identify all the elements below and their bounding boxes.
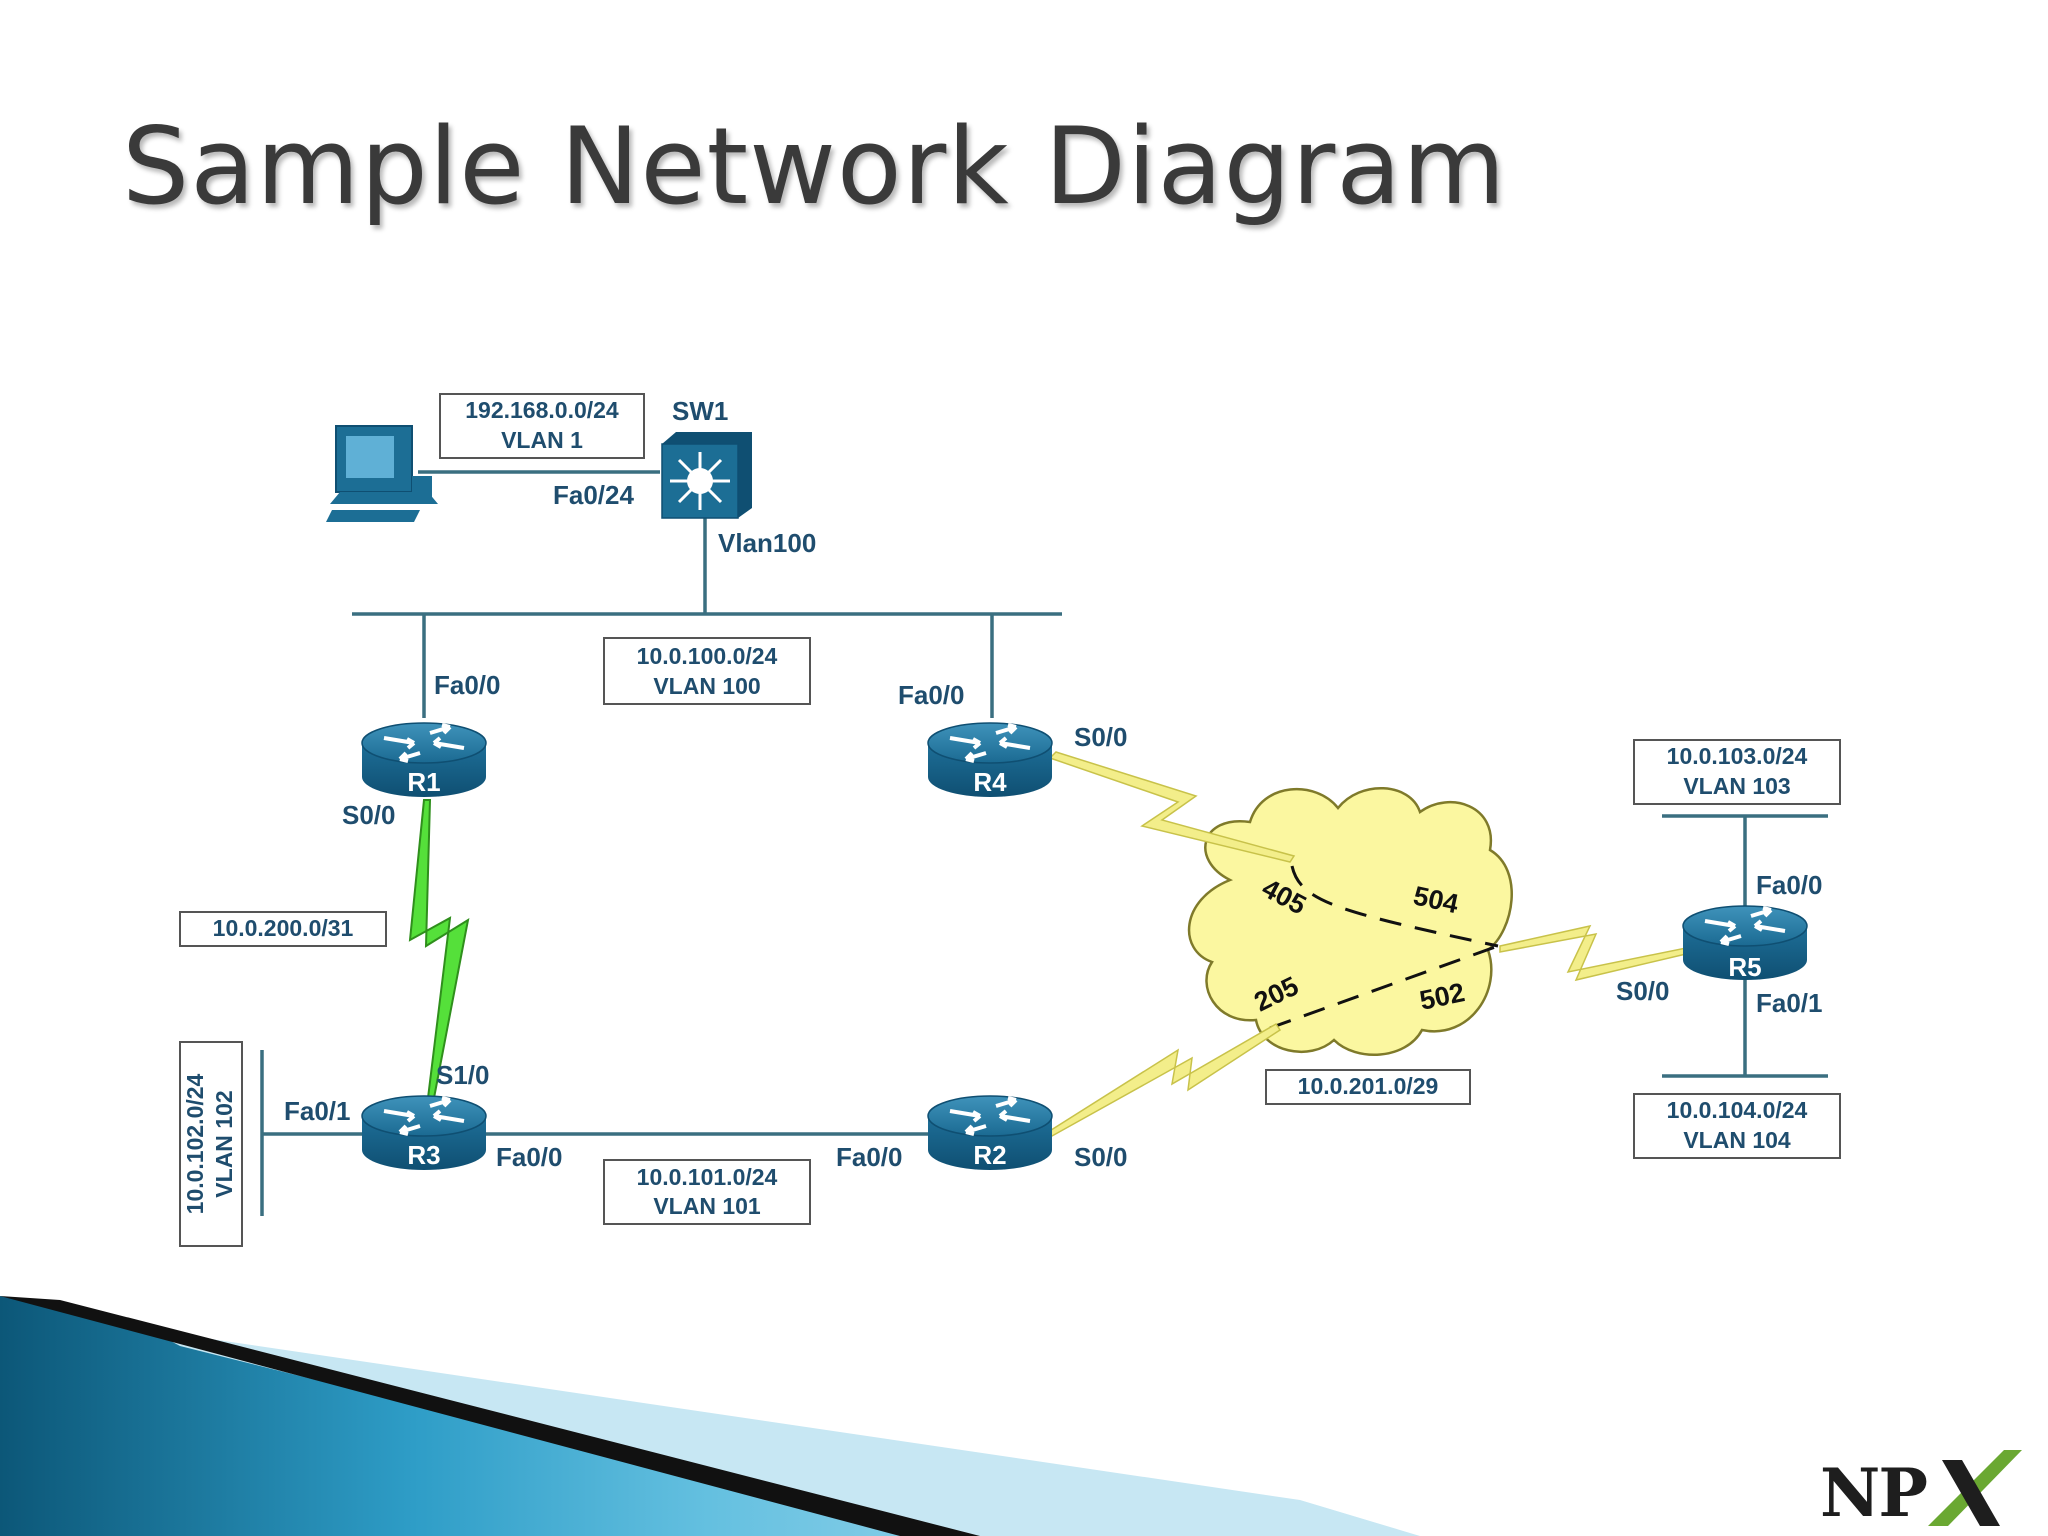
- sw1-vlan100-label: Vlan100: [718, 528, 816, 558]
- r5-name: R5: [1728, 952, 1761, 982]
- npx-logo: NP: [1820, 1446, 2048, 1536]
- svg-text:10.0.102.0/24: 10.0.102.0/24: [182, 1073, 208, 1214]
- sw1-label: SW1: [672, 396, 728, 426]
- r2-fa00-label: Fa0/0: [836, 1142, 903, 1172]
- subnet-box-vlan104: 10.0.104.0/24 VLAN 104: [1633, 1093, 1841, 1159]
- serial-link-r2-cloud: [1046, 1022, 1282, 1137]
- r2-name: R2: [973, 1140, 1006, 1170]
- subnet-box-serial: 10.0.200.0/31: [179, 911, 387, 947]
- svg-text:VLAN 103: VLAN 103: [1683, 773, 1790, 799]
- svg-text:VLAN 101: VLAN 101: [653, 1193, 761, 1219]
- r5-s00-label: S0/0: [1616, 976, 1670, 1006]
- sw1-fa024-label: Fa0/24: [553, 480, 634, 510]
- workstation-pc-icon: [326, 425, 438, 522]
- r3-s10-label: S1/0: [436, 1060, 490, 1090]
- svg-text:VLAN 1: VLAN 1: [501, 427, 583, 453]
- r4-fa00-label: Fa0/0: [898, 680, 965, 710]
- svg-text:10.0.200.0/31: 10.0.200.0/31: [213, 915, 354, 941]
- r2-s00-label: S0/0: [1074, 1142, 1128, 1172]
- r5-fa00-label: Fa0/0: [1756, 870, 1823, 900]
- subnet-box-frame-relay: 10.0.201.0/29: [1265, 1069, 1471, 1105]
- serial-link-r4-cloud: [1048, 751, 1296, 863]
- r3-fa01-label: Fa0/1: [284, 1096, 351, 1126]
- svg-text:VLAN 104: VLAN 104: [1683, 1127, 1791, 1153]
- svg-text:10.0.104.0/24: 10.0.104.0/24: [1667, 1097, 1808, 1123]
- r1-name: R1: [407, 767, 440, 797]
- r1-fa00-label: Fa0/0: [434, 670, 501, 700]
- subnet-box-vlan102: 10.0.102.0/24 VLAN 102: [179, 1041, 243, 1247]
- r5-fa01-label: Fa0/1: [1756, 988, 1823, 1018]
- svg-text:VLAN 102: VLAN 102: [211, 1090, 237, 1197]
- r4-s00-label: S0/0: [1074, 722, 1128, 752]
- subnet-box-vlan103: 10.0.103.0/24 VLAN 103: [1633, 739, 1841, 805]
- r3-name: R3: [407, 1140, 440, 1170]
- subnet-box-vlan100: 10.0.100.0/24 VLAN 100: [603, 637, 811, 705]
- logo-text: NP: [1820, 1454, 1928, 1532]
- subnet-box-vlan1: 192.168.0.0/24 VLAN 1: [439, 393, 645, 459]
- slide-title: Sample Network Diagram: [122, 105, 1507, 228]
- pvc-405-504-line: [1290, 865, 1499, 948]
- sw1-switch-icon: [661, 432, 752, 519]
- svg-text:10.0.100.0/24: 10.0.100.0/24: [637, 643, 778, 669]
- r4-name: R4: [973, 767, 1007, 797]
- pvc-205-502-line: [1269, 944, 1499, 1030]
- svg-text:192.168.0.0/24: 192.168.0.0/24: [465, 397, 619, 423]
- subnet-box-vlan101: 10.0.101.0/24 VLAN 101: [603, 1159, 811, 1225]
- svg-text:10.0.201.0/29: 10.0.201.0/29: [1298, 1073, 1439, 1099]
- r1-s00-label: S0/0: [342, 800, 396, 830]
- logo-x-mark: [1928, 1450, 2022, 1526]
- svg-text:10.0.103.0/24: 10.0.103.0/24: [1667, 743, 1808, 769]
- r3-fa00-label: Fa0/0: [496, 1142, 563, 1172]
- svg-text:10.0.101.0/24: 10.0.101.0/24: [637, 1164, 778, 1190]
- svg-text:VLAN 100: VLAN 100: [653, 673, 760, 699]
